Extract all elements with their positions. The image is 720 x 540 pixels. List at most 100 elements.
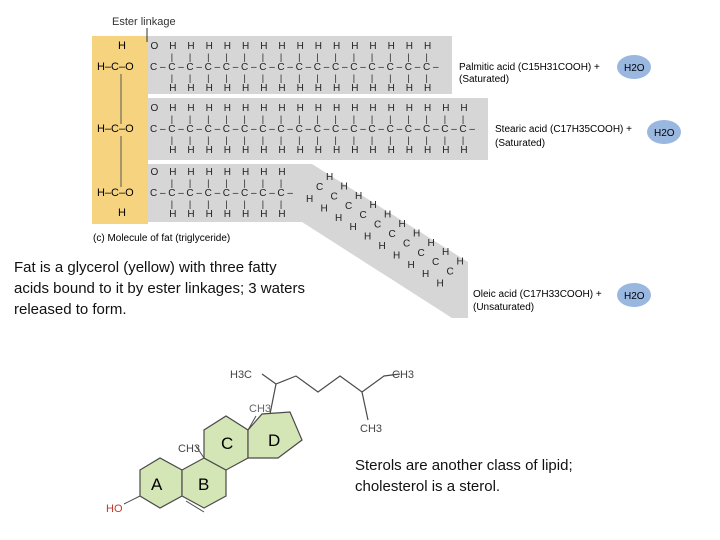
side-chain	[269, 373, 401, 415]
hydrogen-atom: H	[355, 191, 362, 202]
hydrogen-atom: H	[278, 167, 285, 178]
bond-vertical: |	[353, 73, 355, 83]
hydrogen-atom: H	[457, 257, 464, 268]
bond-vertical: |	[207, 52, 209, 62]
carbon-atom: C	[387, 124, 394, 135]
bond-dash: –	[251, 62, 257, 73]
bond-dash: –	[397, 124, 403, 135]
side-chain-branch	[261, 373, 277, 385]
carbon-atom: C	[459, 124, 466, 135]
hydrogen-atom: H	[437, 279, 444, 290]
carbon-atom: C	[277, 188, 284, 199]
carbon-atom: C	[259, 124, 266, 135]
water-label: H2O	[624, 63, 645, 74]
bond-dash: –	[233, 124, 239, 135]
bond-vertical: |	[280, 73, 282, 83]
bond-dash: –	[451, 124, 457, 135]
bond-dash: –	[287, 62, 293, 73]
hydrogen-atom: H	[424, 83, 431, 94]
bond-dash: –	[433, 62, 439, 73]
ring-label-c: C	[221, 434, 233, 453]
bond-dash: –	[196, 188, 202, 199]
carbon-atom: C	[423, 62, 430, 73]
bond-vertical: |	[335, 114, 337, 124]
carbon-atom: C	[405, 62, 412, 73]
oleic-chain-box	[148, 164, 468, 318]
bond-dash: –	[378, 62, 384, 73]
bond-dash: –	[397, 62, 403, 73]
bond-dash: –	[306, 124, 312, 135]
fat-caption: Fat is a glycerol (yellow) with three fa…	[14, 259, 305, 318]
methyl-bond	[195, 445, 205, 459]
bond-vertical: |	[262, 73, 264, 83]
hydrogen-atom: H	[306, 194, 313, 205]
bond-vertical: |	[207, 114, 209, 124]
bond-vertical: |	[244, 178, 246, 188]
ring-label-d: D	[268, 431, 280, 450]
bond-vertical: |	[225, 178, 227, 188]
bond-vertical: |	[280, 52, 282, 62]
bond-vertical: |	[244, 199, 246, 209]
palmitic-chain-box	[148, 36, 452, 94]
carbon-atom: C	[205, 62, 212, 73]
ring-d	[247, 411, 303, 459]
double-bond	[185, 500, 205, 513]
sterol-caption: Sterols are another class of lipid; chol…	[355, 457, 573, 495]
hydrogen-atom: H	[206, 145, 213, 156]
bond-dash: –	[178, 188, 184, 199]
carbon-atom: C	[418, 248, 425, 259]
bond-dash: –	[415, 62, 421, 73]
hydrogen-atom: H	[369, 41, 376, 52]
bond-dash: –	[360, 124, 366, 135]
h3c-group: H3C	[230, 369, 252, 381]
hydrogen-atom: H	[424, 103, 431, 114]
hydrogen-atom: H	[399, 219, 406, 230]
hydrogen-atom: H	[224, 103, 231, 114]
bond-vertical: |	[426, 135, 428, 145]
glycerol-top-h: H	[118, 40, 126, 52]
bond-vertical: |	[280, 135, 282, 145]
hydrogen-atom: H	[424, 41, 431, 52]
carbon-atom: C	[259, 188, 266, 199]
carbon-atom: C	[296, 124, 303, 135]
carbon-atom: C	[314, 124, 321, 135]
bond-vertical: |	[244, 73, 246, 83]
hydrogen-atom: H	[297, 103, 304, 114]
hydrogen-atom: H	[224, 83, 231, 94]
bond-vertical: |	[298, 52, 300, 62]
hydrogen-atom: H	[242, 103, 249, 114]
hydrogen-atom: H	[442, 247, 449, 258]
ho-group: HO	[106, 503, 123, 515]
carbon-atom: C	[168, 124, 175, 135]
carbon-atom: C	[331, 191, 338, 202]
fat-panel-caption: (c) Molecule of fat (triglyceride)	[93, 233, 230, 244]
bond-vertical: |	[316, 114, 318, 124]
hydrogen-atom: H	[351, 83, 358, 94]
bond-vertical: |	[244, 135, 246, 145]
carbon-atom: C	[389, 229, 396, 240]
carbon-atom: C	[223, 124, 230, 135]
bond-vertical: |	[371, 114, 373, 124]
carbon-atom: C	[447, 267, 454, 278]
bond-vertical: |	[298, 114, 300, 124]
side-chain-branch	[361, 391, 369, 421]
bond-vertical: |	[407, 135, 409, 145]
bond-vertical: |	[171, 73, 173, 83]
bond-vertical: |	[298, 135, 300, 145]
oleic-acid-saturation: (Unsaturated)	[473, 302, 534, 313]
bond-vertical: |	[262, 178, 264, 188]
bond-vertical: |	[298, 73, 300, 83]
carbon-atom: C	[150, 62, 157, 73]
bond-vertical: |	[207, 135, 209, 145]
bond-vertical: |	[189, 135, 191, 145]
bond-vertical: |	[262, 199, 264, 209]
bond-dash: –	[251, 188, 257, 199]
carbonyl-oxygen: O	[151, 41, 159, 52]
hydrogen-atom: H	[206, 209, 213, 220]
bond-vertical: |	[353, 114, 355, 124]
bond-vertical: |	[171, 114, 173, 124]
bond-vertical: |	[407, 52, 409, 62]
bond-vertical: |	[280, 178, 282, 188]
hydrogen-atom: H	[260, 209, 267, 220]
bond-dash: –	[160, 62, 166, 73]
